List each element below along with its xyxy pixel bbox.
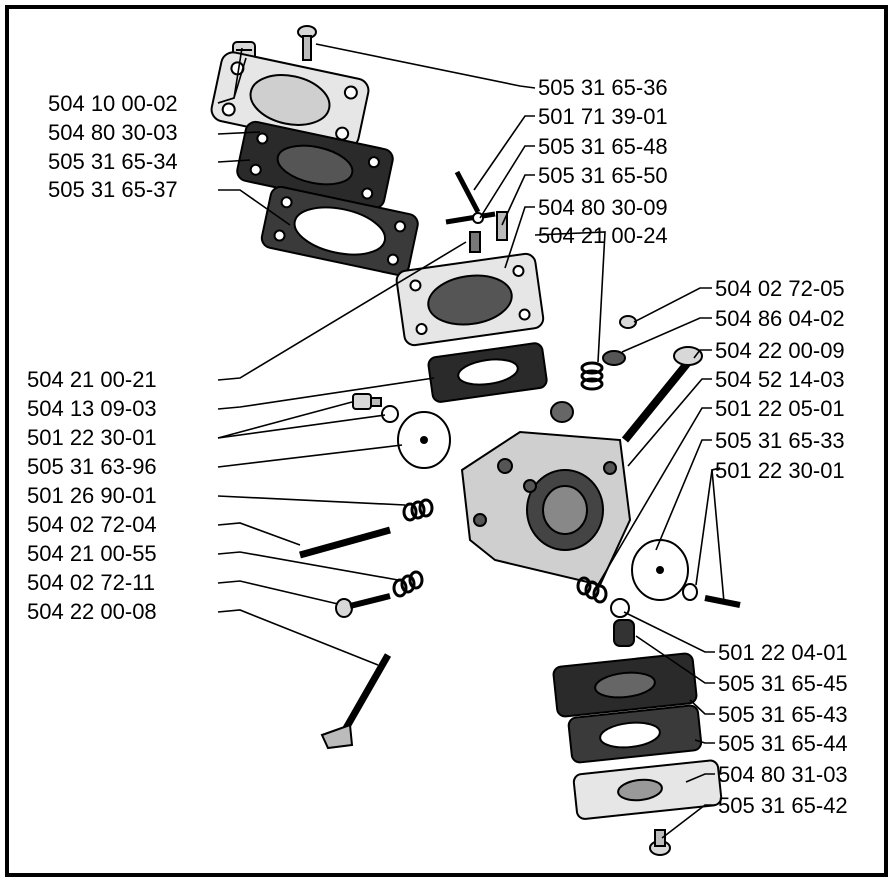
throttle-spring-part (580, 361, 604, 391)
left-label-5: 504 21 00-21 (27, 367, 157, 392)
choke-screw-part (352, 393, 399, 423)
right-label-12: 505 31 65-33 (715, 428, 845, 453)
inlet-needle-part (454, 170, 481, 214)
right-label-9: 504 22 00-09 (715, 338, 845, 363)
filter-screen-part (613, 619, 635, 647)
metering-gasket-part (427, 342, 548, 403)
right-screw-part (704, 595, 741, 608)
left-label-7: 501 22 30-01 (27, 425, 157, 450)
left-label-10: 504 02 72-04 (27, 512, 157, 537)
left-label-1: 504 10 00-02 (48, 91, 178, 116)
bottom-screw-part (649, 829, 671, 856)
left-label-3: 505 31 65-34 (48, 149, 178, 174)
right-label-16: 505 31 65-43 (718, 702, 848, 727)
lower-cover-part (572, 759, 723, 820)
right-label-19: 505 31 65-42 (718, 793, 848, 818)
right-label-11: 501 22 05-01 (715, 396, 845, 421)
left-label-13: 504 22 00-08 (27, 599, 157, 624)
right-label-7: 504 02 72-05 (715, 276, 845, 301)
right-label-3: 505 31 65-48 (538, 134, 668, 159)
left-label-9: 501 26 90-01 (27, 483, 157, 508)
parts-illustration (210, 25, 741, 856)
bushing-part (602, 350, 626, 366)
left-label-11: 504 21 00-55 (27, 541, 157, 566)
right-label-8: 504 86 04-02 (715, 306, 845, 331)
top-screw-part (297, 25, 317, 61)
right-label-4: 505 31 65-50 (538, 163, 668, 188)
right-label-10: 504 52 14-03 (715, 367, 845, 392)
idle-needle-part (299, 526, 391, 559)
right-washer-part (682, 583, 698, 601)
right-label-15: 505 31 65-45 (718, 671, 848, 696)
right-spring-part (576, 576, 608, 604)
check-ball-part (610, 598, 630, 618)
pump-gasket-part (260, 185, 419, 277)
right-label-5: 504 80 30-09 (538, 195, 668, 220)
inlet-screw-part (619, 315, 637, 329)
choke-plate-hole (420, 436, 428, 444)
right-label-17: 505 31 65-44 (718, 731, 848, 756)
right-label-18: 504 80 31-03 (718, 762, 848, 787)
right-labels: 505 31 65-36 501 71 39-01 505 31 65-48 5… (538, 75, 848, 818)
throttle-shaft-part (621, 346, 703, 443)
left-label-8: 505 31 63-96 (27, 454, 157, 479)
metering-cover-part (395, 252, 545, 347)
idle-spring-part (402, 498, 434, 522)
lever-pin-part (496, 211, 508, 241)
main-screw-part (335, 593, 391, 618)
right-label-14: 501 22 04-01 (718, 640, 848, 665)
lower-gasket-part (552, 652, 698, 718)
nozzle-part (550, 401, 574, 423)
main-spring-part (392, 570, 424, 598)
left-label-12: 504 02 72-11 (27, 570, 155, 595)
left-label-6: 504 13 09-03 (27, 396, 157, 421)
right-label-6: 504 21 00-24 (538, 223, 668, 248)
right-label-13: 501 22 30-01 (715, 458, 845, 483)
lower-diaphragm-part (567, 704, 703, 764)
throttle-plate-hole (656, 566, 664, 574)
choke-shaft-part (320, 653, 392, 750)
lever-spring-part (469, 231, 481, 253)
leader-lines (217, 43, 725, 839)
right-label-1: 505 31 65-36 (538, 75, 668, 100)
control-lever-part (445, 211, 496, 225)
left-label-2: 504 80 30-03 (48, 120, 178, 145)
right-label-2: 501 71 39-01 (538, 104, 668, 129)
pump-diaphragm-part (236, 120, 394, 210)
left-label-4: 505 31 65-37 (48, 177, 178, 202)
carburetor-body-part (460, 430, 632, 587)
left-labels: 504 10 00-02 504 80 30-03 505 31 65-34 5… (27, 91, 178, 624)
